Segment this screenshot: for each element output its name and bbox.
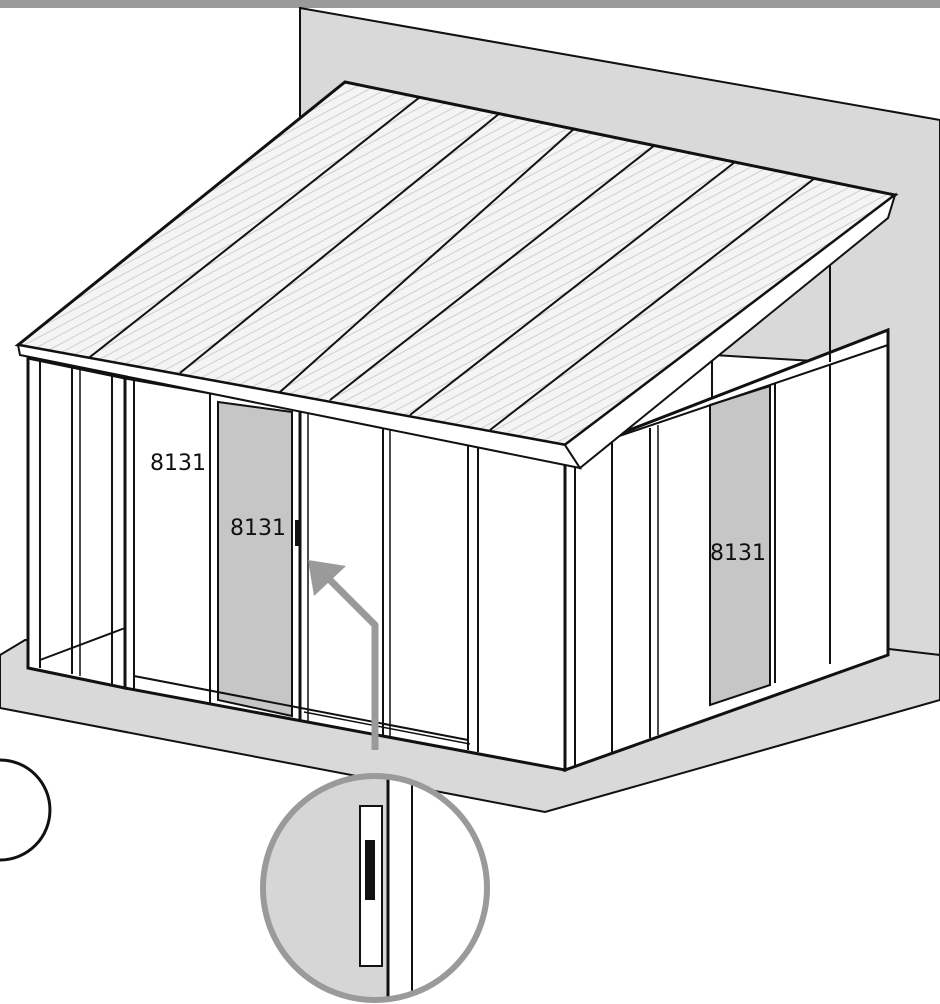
label-left-front: 8131 [230, 516, 286, 541]
left-side-frame [26, 356, 127, 690]
arrow-head [308, 560, 346, 596]
label-right: 8131 [710, 541, 766, 566]
top-bar [0, 0, 940, 8]
arrow-icon [315, 565, 379, 750]
magnifier-circle-icon [263, 776, 487, 1000]
front-panel-gray [217, 400, 293, 718]
roof-side-edge [563, 192, 897, 470]
label-left-rear: 8131 [150, 451, 206, 476]
door-handle [295, 520, 301, 546]
edge-circle-fragment [0, 758, 52, 862]
